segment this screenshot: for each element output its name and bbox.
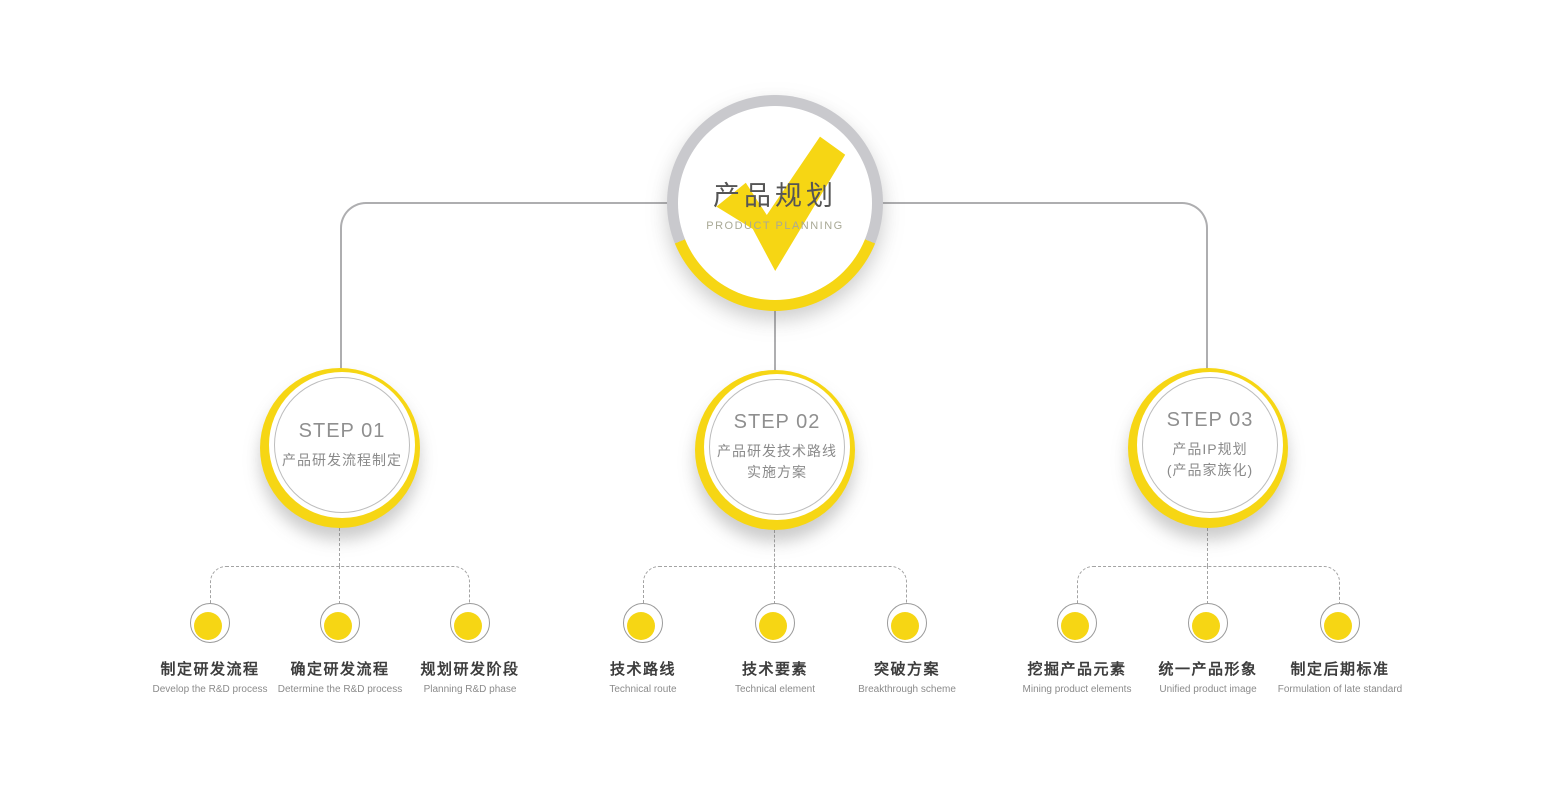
- leaf-circle-icon: [623, 603, 663, 643]
- root-node-inner: 产品规划 PRODUCT PLANNING: [678, 106, 872, 300]
- leaf-label-en: Develop the R&D process: [152, 684, 268, 695]
- leaf-label-en: Technical route: [609, 684, 677, 695]
- leaf-label-en: Planning R&D phase: [423, 684, 517, 695]
- leaf-circle-icon: [887, 603, 927, 643]
- leaf-dot-icon: [454, 612, 482, 640]
- root-node: 产品规划 PRODUCT PLANNING: [667, 95, 883, 311]
- step3-node-inner: STEP 03 产品IP规划 (产品家族化): [1137, 372, 1283, 518]
- checkmark-icon: [716, 136, 846, 271]
- leaf-node: 突破方案 Breakthrough scheme: [807, 603, 1007, 695]
- leaf-circle-icon: [1320, 603, 1360, 643]
- leaf-node: 技术路线 Technical route: [543, 603, 743, 695]
- leaf-dot-icon: [1192, 612, 1220, 640]
- leaf-dot-icon: [194, 612, 222, 640]
- step2-node: STEP 02 产品研发技术路线 实施方案: [695, 370, 855, 530]
- leaf-label-en: Determine the R&D process: [277, 684, 403, 695]
- connector-right-horizontal: [880, 202, 1178, 204]
- step1-node-inner: STEP 01 产品研发流程制定: [269, 372, 415, 518]
- leaf-node: 技术要素 Technical element: [675, 603, 875, 695]
- leaf-node: 制定研发流程 Develop the R&D process: [110, 603, 310, 695]
- connector-right-vertical: [1206, 230, 1208, 370]
- leaf-label-zh: 挖掘产品元素: [1027, 661, 1127, 678]
- connector-right-corner: [1178, 202, 1208, 232]
- leaf-node: 确定研发流程 Determine the R&D process: [240, 603, 440, 695]
- leaf-label-en: Breakthrough scheme: [858, 684, 956, 695]
- step2-ring: [709, 379, 845, 515]
- leaf-circle-icon: [1188, 603, 1228, 643]
- leaf-node: 规划研发阶段 Planning R&D phase: [370, 603, 570, 695]
- step3-dash-branch: [1077, 566, 1340, 604]
- root-subtitle: PRODUCT PLANNING: [706, 220, 844, 232]
- step1-node: STEP 01 产品研发流程制定: [260, 368, 420, 528]
- leaf-label-zh: 制定研发流程: [160, 661, 260, 678]
- step2-dash-middle: [774, 566, 775, 604]
- step1-dash-stem: [339, 528, 340, 566]
- leaf-dot-icon: [1061, 612, 1089, 640]
- step2-dash-stem: [774, 530, 775, 566]
- connector-left-corner: [340, 202, 370, 232]
- leaf-label-zh: 制定后期标准: [1290, 661, 1390, 678]
- leaf-node: 统一产品形象 Unified product image: [1108, 603, 1308, 695]
- leaf-dot-icon: [891, 612, 919, 640]
- step3-dash-stem: [1207, 528, 1208, 566]
- leaf-dot-icon: [1324, 612, 1352, 640]
- root-title: 产品规划: [713, 181, 837, 211]
- step2-dash-branch: [643, 566, 907, 604]
- leaf-circle-icon: [190, 603, 230, 643]
- step3-dash-middle: [1207, 566, 1208, 604]
- leaf-label-en: Technical element: [734, 684, 816, 695]
- leaf-label-en: Formulation of late standard: [1277, 684, 1403, 695]
- step2-node-inner: STEP 02 产品研发技术路线 实施方案: [704, 374, 850, 520]
- leaf-node: 制定后期标准 Formulation of late standard: [1240, 603, 1440, 695]
- connector-left-vertical: [340, 230, 342, 370]
- leaf-label-zh: 技术路线: [609, 661, 676, 678]
- leaf-dot-icon: [324, 612, 352, 640]
- leaf-dot-icon: [759, 612, 787, 640]
- leaf-label-zh: 确定研发流程: [290, 661, 390, 678]
- step1-ring: [274, 377, 410, 513]
- leaf-label-zh: 突破方案: [873, 661, 940, 678]
- leaf-label-en: Mining product elements: [1022, 684, 1132, 695]
- leaf-node: 挖掘产品元素 Mining product elements: [977, 603, 1177, 695]
- leaf-label-zh: 统一产品形象: [1158, 661, 1258, 678]
- leaf-circle-icon: [755, 603, 795, 643]
- leaf-label-en: Unified product image: [1159, 684, 1257, 695]
- step1-dash-middle: [339, 566, 340, 604]
- step3-node: STEP 03 产品IP规划 (产品家族化): [1128, 368, 1288, 528]
- leaf-circle-icon: [320, 603, 360, 643]
- leaf-label-zh: 规划研发阶段: [420, 661, 520, 678]
- leaf-circle-icon: [1057, 603, 1097, 643]
- step1-dash-branch: [210, 566, 470, 604]
- leaf-circle-icon: [450, 603, 490, 643]
- connector-left-horizontal: [368, 202, 670, 204]
- connector-center-vertical: [774, 307, 776, 372]
- leaf-label-zh: 技术要素: [741, 661, 808, 678]
- step3-ring: [1142, 377, 1278, 513]
- leaf-dot-icon: [627, 612, 655, 640]
